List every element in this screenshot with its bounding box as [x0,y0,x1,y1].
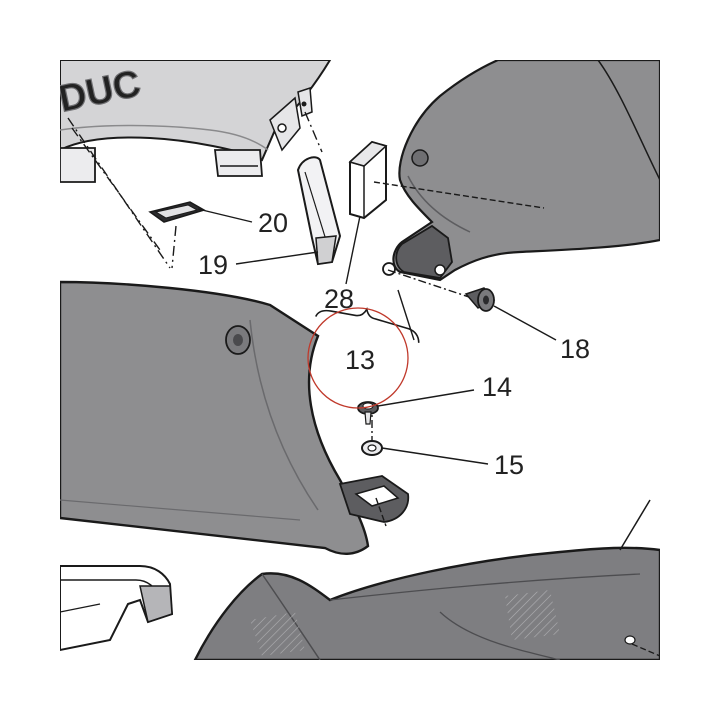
part-20-pad [148,201,206,223]
upper-fairing-panel: DUC [60,60,332,183]
part-15-washer [361,440,383,456]
lower-right-cover [193,499,660,660]
right-housing-panel [382,60,660,282]
callout-labels: 20 19 28 13 18 14 15 [198,208,590,480]
callout-28: 28 [324,284,354,314]
callout-14: 14 [482,372,512,402]
callout-20: 20 [258,208,288,238]
lower-left-bracket [60,565,174,652]
leader-lines [197,208,557,465]
left-side-panel [60,280,410,555]
callout-19: 19 [198,250,228,280]
callout-18: 18 [560,334,590,364]
part-19-clip [296,156,342,266]
highlight-ring [307,307,409,409]
part-18-bushing [464,287,496,312]
part-14-screw [357,401,379,425]
callout-15: 15 [494,450,524,480]
assembly-centerlines [67,111,323,269]
part-28-foam-block [348,140,388,220]
callout-13: 13 [345,345,375,375]
